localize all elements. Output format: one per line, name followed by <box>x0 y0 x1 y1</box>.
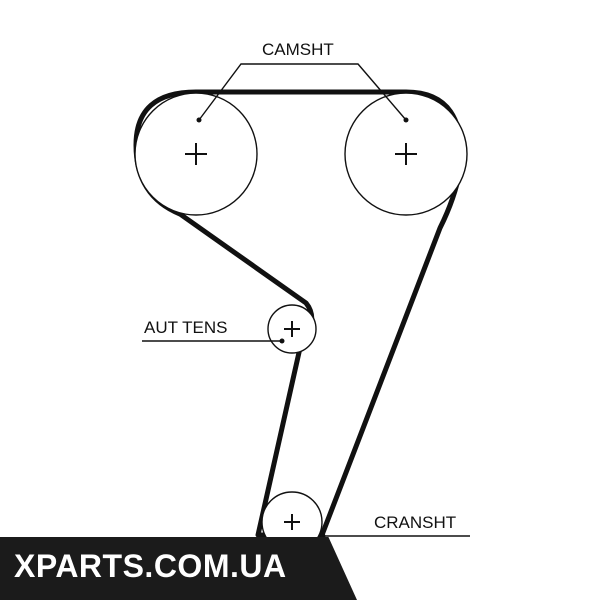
camshaft-leader-line <box>198 63 407 121</box>
tensioner-label: AUT TENS <box>144 318 227 337</box>
camshaft-left-pulley <box>134 92 258 216</box>
camshaft-right-pulley <box>344 92 468 216</box>
camshaft-label: CAMSHT <box>262 40 334 59</box>
crankshaft-label: CRANSHT <box>374 513 456 532</box>
watermark-banner: XPARTS.COM.UA <box>0 537 357 600</box>
watermark-text: XPARTS.COM.UA <box>14 548 287 584</box>
auto-tensioner-pulley <box>267 304 317 354</box>
